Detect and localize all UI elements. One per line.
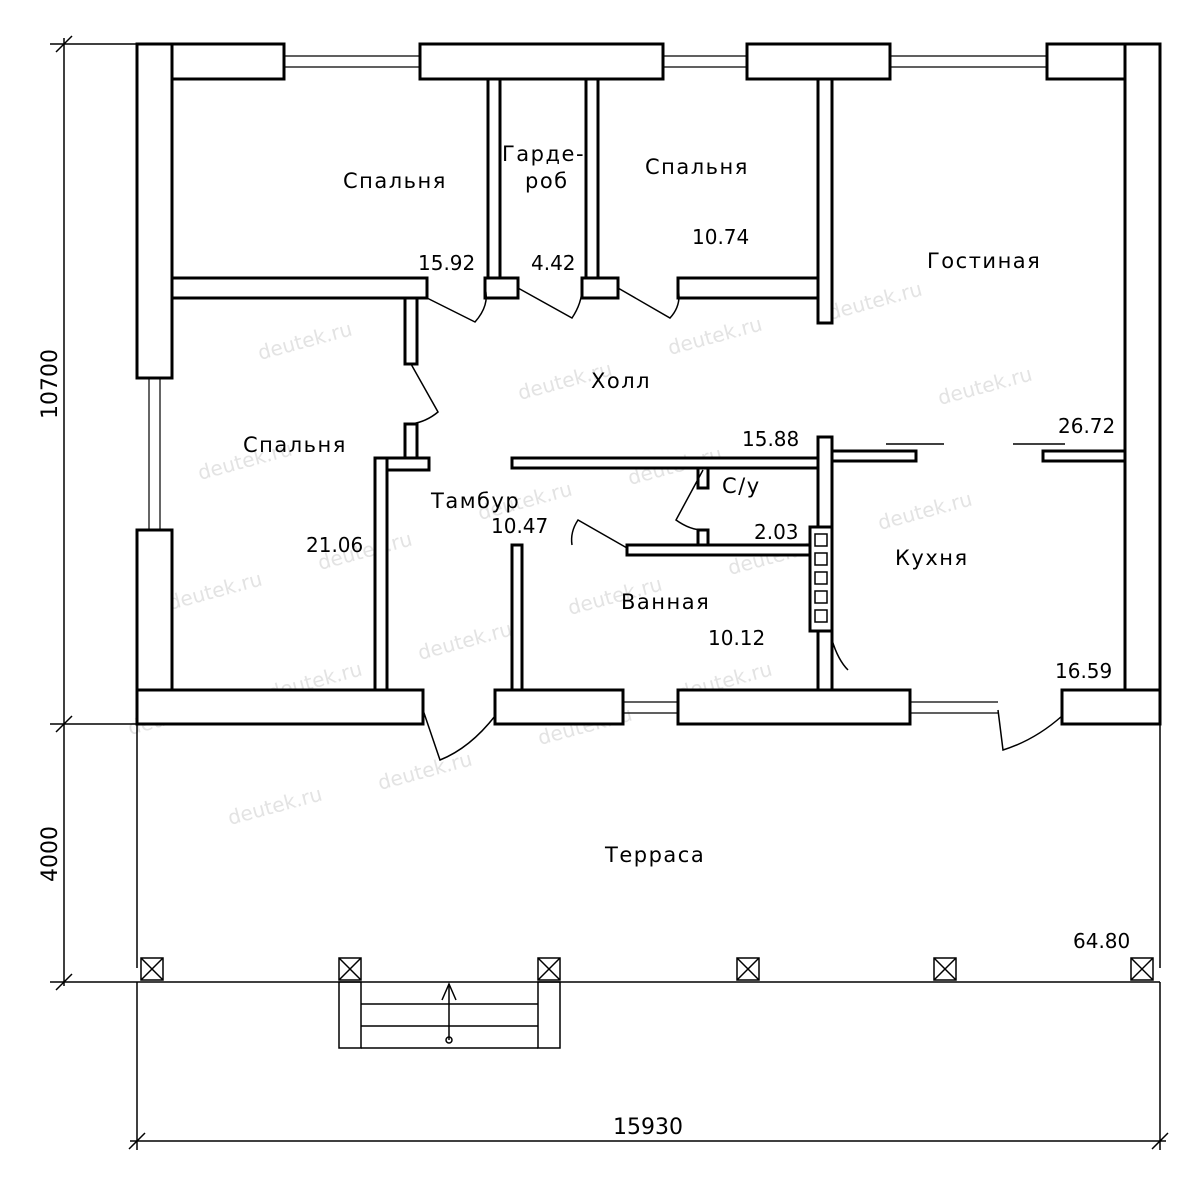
- dimension-terrace-depth: 4000: [38, 826, 63, 882]
- room-name-bedroom-top-mid: Спальня: [645, 155, 749, 179]
- room-area-vestibule: 10.47: [491, 514, 548, 538]
- terrace-post: [338, 957, 362, 981]
- door: [422, 709, 496, 761]
- terrace-post: [1130, 957, 1154, 981]
- watermark: deutek.ru: [875, 487, 975, 535]
- door: [570, 519, 628, 549]
- watermark: deutek.ru: [225, 782, 325, 830]
- watermark: deutek.ru: [165, 567, 265, 615]
- exterior-walls: [135, 42, 1162, 726]
- room-area-wardrobe: 4.42: [531, 251, 576, 275]
- window: [910, 701, 998, 714]
- terrace-post: [933, 957, 957, 981]
- room-area-kitchen: 16.59: [1055, 659, 1112, 683]
- room-name-terrace: Терраса: [604, 843, 705, 867]
- room-area-hall: 15.88: [742, 427, 799, 451]
- room-area-living-room: 26.72: [1058, 414, 1115, 438]
- window: [663, 55, 747, 68]
- room-name-bedroom-left: Спальня: [243, 433, 347, 457]
- watermark: deutek.ru: [825, 277, 925, 325]
- watermark: deutek.ru: [665, 312, 765, 360]
- door: [617, 287, 680, 319]
- room-name-bedroom-top-left: Спальня: [343, 169, 447, 193]
- door: [426, 287, 487, 323]
- room-area-terrace: 64.80: [1073, 929, 1130, 953]
- dimension-lines: [50, 35, 1169, 1150]
- room-name-vestibule: Тамбур: [430, 489, 520, 513]
- room-name-hall: Холл: [591, 369, 651, 393]
- dimension-total-width: 15930: [613, 1115, 683, 1140]
- watermark: deutek.ru: [415, 617, 515, 665]
- window: [284, 55, 420, 68]
- entrance-stairs: [338, 981, 561, 1049]
- room-area-bedroom-top-mid: 10.74: [692, 225, 749, 249]
- room-area-bedroom-top-left: 15.92: [418, 251, 475, 275]
- terrace-post: [537, 957, 561, 981]
- interior-walls: [170, 77, 1127, 692]
- room-area-bathroom: 10.12: [708, 626, 765, 650]
- door: [517, 287, 583, 319]
- watermark: deutek.ru: [255, 317, 355, 365]
- windows: [148, 55, 1047, 714]
- room-name-wardrobe-line1: Гарде-: [502, 142, 585, 166]
- window: [148, 378, 161, 530]
- room-labels: Спальня 15.92 Гарде- роб 4.42 Спальня 10…: [243, 142, 1130, 953]
- doors: [410, 287, 1063, 761]
- terrace-post: [736, 957, 760, 981]
- room-area-bedroom-left: 21.06: [306, 533, 363, 557]
- door: [831, 639, 849, 671]
- window: [623, 701, 678, 714]
- dimension-house-depth: 10700: [38, 349, 63, 419]
- terrace-post: [140, 957, 164, 981]
- door: [675, 469, 704, 531]
- room-name-bathroom: Ванная: [621, 590, 710, 614]
- door: [997, 709, 1063, 751]
- room-name-living-room: Гостиная: [927, 249, 1041, 273]
- room-name-kitchen: Кухня: [895, 546, 969, 570]
- watermark: deutek.ru: [935, 362, 1035, 410]
- room-area-wc: 2.03: [754, 520, 799, 544]
- window: [890, 55, 1047, 68]
- terrace: [136, 724, 1161, 983]
- room-name-wc: С/у: [722, 474, 761, 498]
- door: [410, 363, 439, 425]
- room-name-wardrobe-line2: роб: [525, 169, 569, 193]
- watermark: deutek.ru: [375, 747, 475, 795]
- ventilation-ducts: [808, 525, 834, 633]
